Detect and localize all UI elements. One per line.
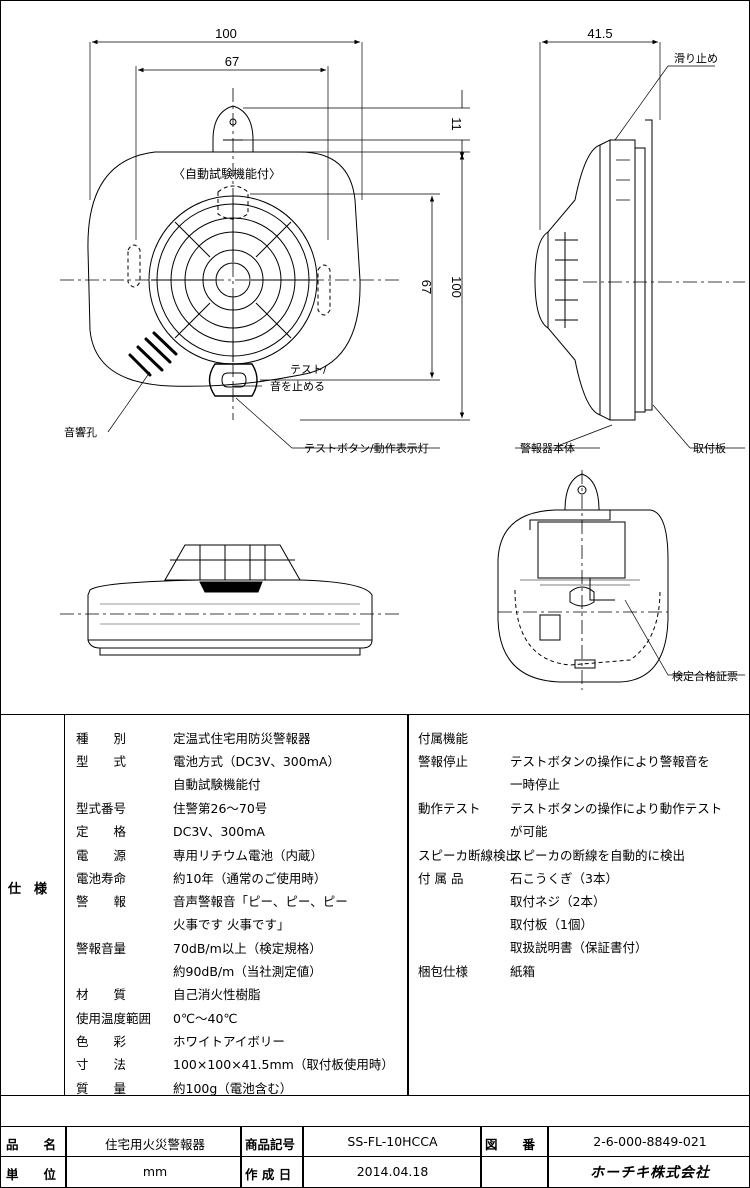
dim-front-tab: 11 [449,117,464,131]
spec-value: 電池方式（DC3V、300mA） [173,754,340,770]
spec-value: スピーカの断線を自動的に検出 [510,847,686,863]
spec-value: 自動試験機能付 [173,777,261,793]
spec-value: 専用リチウム電池（内蔵） [173,847,324,863]
spec-key: 動作テスト [418,800,481,816]
unit: mm [142,1164,168,1179]
spec-key: 種 別 [76,731,127,746]
spec-value: ホワイトアイボリー [173,1033,285,1049]
dim-front-inner-height: 67 [419,280,434,294]
spec-value: 70dB/m以上（検定規格） [173,940,322,956]
spec-value: テストボタンの操作により警報音を [510,754,710,770]
spec-value: 音声警報音「ピー、ピー、ピー [173,894,348,910]
label-test-stop-2: 音を止める [270,379,325,393]
tb-col-3 [302,1126,304,1188]
label-sound-hole: 音響孔 [64,425,97,439]
spec-key: 警報停止 [418,754,469,770]
spec-value: 取付ネジ（2本） [510,893,606,909]
spec-value: DC3V、300mA [173,824,265,840]
spec-divider [407,714,409,1096]
label-inspection: 検定合格証票 [672,669,738,683]
spec-value: が可能 [510,823,548,839]
model-label: 商品記号 [245,1137,296,1152]
spec-key: 材 質 [76,987,127,1003]
spec-value: 火事です 火事です」 [173,917,290,933]
front-view [60,39,470,449]
company-logo: ホーチキ株式会社 [590,1165,710,1181]
label-anti-slip: 滑り止め [674,52,718,65]
tb-col-2 [240,1126,242,1188]
spec-value: 約10年（通常のご使用時） [173,870,327,886]
spec-value: 約100g（電池含む） [173,1080,293,1096]
spec-key: 梱包仕様 [418,964,469,979]
spec-value: 取付板（1個） [510,916,593,932]
dim-front-inner-width: 67 [225,54,239,69]
spec-value: 一時停止 [510,777,561,793]
spec-key: 色 彩 [76,1033,127,1049]
drawing-no-label: 図 番 [485,1137,536,1152]
spec-key: 電池寿命 [76,870,127,886]
dim-side-depth: 41.5 [587,26,612,41]
drawing-no: 2-6-000-8849-021 [593,1134,707,1149]
profile-view [60,544,400,656]
spec-value: 0℃～40℃ [173,1010,238,1026]
dim-front-height: 100 [449,276,464,298]
spec-value: 取扱説明書（保証書付） [510,939,648,955]
label-alarm-body: 警報器本体 [520,441,575,455]
spec-value: テストボタンの操作により動作テスト [510,800,723,816]
back-view [497,470,745,690]
spec-key: 寸 法 [76,1057,127,1073]
unit-label: 単 位 [6,1167,57,1182]
model: SS-FL-10HCCA [347,1134,438,1149]
tb-col-5 [547,1126,549,1188]
date-label: 作 成 日 [245,1167,292,1182]
spec-key: 警報音量 [76,940,127,956]
spec-key: 付 属 品 [418,870,464,886]
spec-value: 自己消火性樹脂 [173,987,261,1003]
product-name-label: 品 名 [6,1137,57,1152]
label-auto-test: 〈自動試験機能付〉 [173,166,281,181]
spec-key: 質 量 [76,1080,127,1096]
spec-key: 型 式 [76,754,127,770]
tb-col-4 [480,1126,482,1188]
spec-value: 住警第26～70号 [173,800,268,816]
date: 2014.04.18 [356,1164,429,1179]
label-mount-plate: 取付板 [693,441,726,455]
spec-key: スピーカ断線検出 [418,847,519,863]
product-name: 住宅用火災警報器 [104,1137,205,1152]
spec-label-column [0,714,65,1096]
spec-key: 型式番号 [76,800,127,816]
spec-value: 定温式住宅用防災警報器 [173,731,311,746]
spec-key: 電 源 [76,847,127,863]
technical-drawing: 100 67 11 67 100 41.5 〈自動試験機能付〉 テスト/ 音を止… [60,26,745,690]
dim-front-width: 100 [215,26,237,41]
spec-value: 紙箱 [510,964,536,979]
spec-key: 付属機能 [418,731,469,746]
spec-key: 定 格 [76,824,127,840]
spec-value: 約90dB/m（当社測定値） [173,963,322,979]
spec-section-label: 仕 様 [8,882,48,897]
spec-key: 警 報 [76,894,127,910]
side-view [515,39,745,449]
spec-key: 使用温度範囲 [76,1010,152,1026]
label-test-stop-1: テスト/ [290,363,327,376]
label-test-button: テストボタン/動作表示灯 [304,441,429,455]
spec-value: 100×100×41.5mm（取付板使用時） [173,1057,394,1073]
tb-col-1 [65,1126,67,1188]
spec-value: 石こうくぎ（3本） [510,870,618,886]
